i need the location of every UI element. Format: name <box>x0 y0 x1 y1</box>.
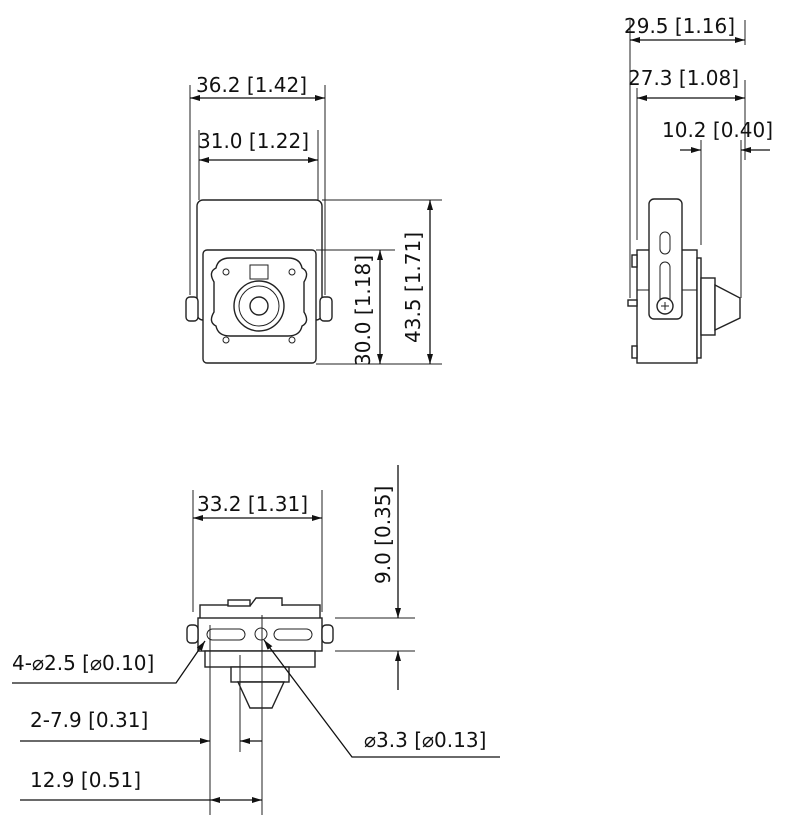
bracket-knob-right <box>319 296 333 322</box>
side-bracket <box>648 198 683 320</box>
dim-lens-depth: 10.2 [0.40] <box>662 118 773 142</box>
bottom-body <box>204 650 316 668</box>
screw-hole <box>288 268 296 276</box>
lens-tab <box>249 264 269 280</box>
dim-width-overall: 36.2 [1.42] <box>196 73 307 97</box>
slot-hole <box>206 628 246 641</box>
slot-hole <box>273 628 313 641</box>
dim-width-bracket-bottom: 33.2 [1.31] <box>197 492 308 516</box>
bottom-bracket <box>197 617 323 652</box>
pinhole-lens <box>249 296 269 316</box>
label-slot-length: 2-7.9 [0.31] <box>30 708 148 732</box>
bottom-top-plate <box>199 604 321 620</box>
lens-cone <box>714 283 741 332</box>
side-pin <box>631 254 638 268</box>
lens-ring-inner <box>238 285 280 327</box>
side-view: 29.5 [1.16] 27.3 [1.08] 10.2 [0.40] <box>624 14 773 364</box>
dim-width-bracket: 31.0 [1.22] <box>198 129 309 153</box>
side-pin <box>631 345 638 359</box>
lens-cone <box>236 681 286 709</box>
bracket-knob-left <box>185 296 199 322</box>
dim-height-overall: 43.5 [1.71] <box>401 232 425 343</box>
screw-hole <box>288 336 296 344</box>
dim-height-body: 30.0 [1.18] <box>351 255 375 366</box>
connector <box>227 599 251 607</box>
connector <box>249 597 283 607</box>
bottom-view: 33.2 [1.31] 9.0 [0.35] 4-⌀2.5 [⌀0.10] ⌀3… <box>12 465 500 815</box>
bracket-slot <box>659 231 671 255</box>
dim-depth-overall: 29.5 [1.16] <box>624 14 735 38</box>
front-view: 36.2 [1.42] 31.0 [1.22] 30.0 [1.18] 43.5… <box>185 73 442 366</box>
bracket-knob-left <box>186 624 199 644</box>
dim-depth-body: 27.3 [1.08] <box>628 66 739 90</box>
label-hole-offset: 12.9 [0.51] <box>30 768 141 792</box>
screw-hole <box>222 268 230 276</box>
label-center-hole: ⌀3.3 [⌀0.13] <box>364 728 486 752</box>
screw-hole <box>222 336 230 344</box>
side-pin <box>627 299 638 307</box>
dim-bracket-offset: 9.0 [0.35] <box>371 486 395 584</box>
center-hole <box>254 627 268 641</box>
lens-barrel <box>700 277 716 336</box>
bracket-knob-right <box>321 624 334 644</box>
label-slot-holes: 4-⌀2.5 [⌀0.10] <box>12 651 154 675</box>
